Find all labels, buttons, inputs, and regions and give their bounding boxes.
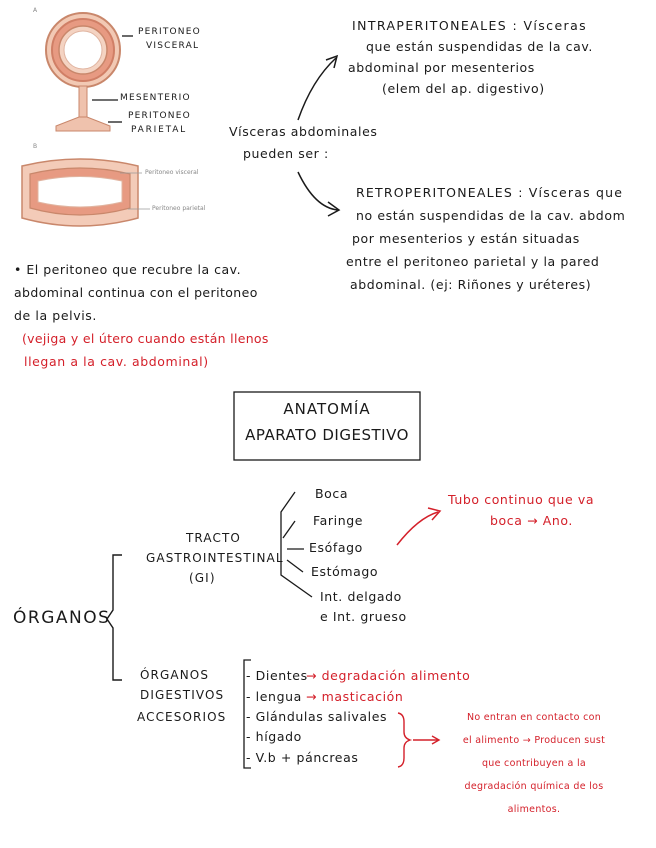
note-line: • El peritoneo que recubre la cav. — [14, 262, 269, 277]
contact-note: No entran en contacto con el alimento → … — [446, 706, 622, 821]
acc-label-1: ÓRGANOS — [140, 668, 209, 682]
retro-line: entre el peritoneo parietal y la pared — [346, 254, 625, 269]
organos-root: ÓRGANOS — [13, 608, 110, 628]
gi-item: Boca — [315, 486, 348, 501]
tubo-note-2: boca → Ano. — [490, 513, 573, 528]
tubo-note-1: Tubo continuo que va — [448, 492, 594, 507]
gi-item: Faringe — [313, 513, 363, 528]
label-mesenterio: MESENTERIO — [120, 93, 191, 103]
gi-label-3: (GI) — [189, 571, 216, 585]
peritoneum-ring-illustration — [46, 13, 120, 131]
note-line: de la pelvis. — [14, 308, 269, 323]
title-line-1: ANATOMÍA — [234, 400, 420, 418]
acc-item: - Glándulas salivales — [246, 709, 387, 724]
acc-item: - Dientes — [246, 668, 308, 683]
contact-line: el alimento → Producen sust — [446, 729, 622, 752]
intra-line: (elem del ap. digestivo) — [382, 81, 593, 96]
note-red-line: llegan a la cav. abdominal) — [24, 354, 269, 369]
acc-label-2: DIGESTIVOS — [140, 688, 224, 702]
gi-item: Esófago — [309, 540, 363, 555]
gi-item: Int. delgado — [320, 589, 402, 604]
retroperitoneales-block: RETROPERITONEALES : Vísceras que no está… — [356, 185, 625, 292]
intraperitoneales-block: INTRAPERITONEALES : Vísceras que están s… — [352, 18, 593, 96]
label-peritoneo-visceral-2: VISCERAL — [146, 41, 199, 51]
label-b-visceral: Peritoneo visceral — [145, 169, 198, 176]
visceras-text-2: pueden ser : — [243, 146, 329, 161]
retro-line: por mesenterios y están situadas — [352, 231, 625, 246]
intra-line: abdominal por mesenterios — [348, 60, 593, 75]
visceras-text-1: Vísceras abdominales — [229, 124, 377, 139]
lengua-note: → masticación — [306, 689, 403, 704]
label-peritoneo-visceral-1: PERITONEO — [138, 27, 201, 37]
gi-item: Estómago — [311, 564, 378, 579]
contact-line: alimentos. — [446, 798, 622, 821]
note-red-line: (vejiga y el útero cuando están llenos — [22, 331, 269, 346]
retro-line: no están suspendidas de la cav. abdom — [356, 208, 625, 223]
peritoneum-note: • El peritoneo que recubre la cav. abdom… — [14, 262, 269, 369]
acc-label-3: ACCESORIOS — [137, 710, 226, 724]
acc-item: - V.b + páncreas — [246, 750, 358, 765]
retro-line: abdominal. (ej: Riñones y uréteres) — [350, 277, 625, 292]
intra-line: que están suspendidas de la cav. — [366, 39, 593, 54]
intra-line: INTRAPERITONEALES : Vísceras — [352, 18, 593, 33]
label-peritoneo-parietal-2: PARIETAL — [131, 125, 187, 135]
note-line: abdominal continua con el peritoneo — [14, 285, 269, 300]
figure-label-a: A — [33, 7, 37, 14]
retro-line: RETROPERITONEALES : Vísceras que — [356, 185, 625, 200]
abdominal-cavity-illustration — [22, 159, 138, 226]
acc-item: - hígado — [246, 729, 302, 744]
acc-item: - lengua — [246, 689, 302, 704]
page-title: ANATOMÍA APARATO DIGESTIVO — [234, 400, 420, 444]
contact-line: que contribuyen a la — [446, 752, 622, 775]
title-line-2: APARATO DIGESTIVO — [234, 426, 420, 444]
gi-label-1: TRACTO — [186, 531, 241, 545]
contact-line: No entran en contacto con — [446, 706, 622, 729]
figure-label-b: B — [33, 143, 37, 150]
dientes-note: → degradación alimento — [306, 668, 470, 683]
gi-label-2: GASTROINTESTINAL — [146, 551, 284, 565]
label-peritoneo-parietal-1: PERITONEO — [128, 111, 191, 121]
gi-item: e Int. grueso — [320, 609, 407, 624]
label-b-parietal: Peritoneo parietal — [152, 205, 205, 212]
contact-line: degradación química de los — [446, 775, 622, 798]
